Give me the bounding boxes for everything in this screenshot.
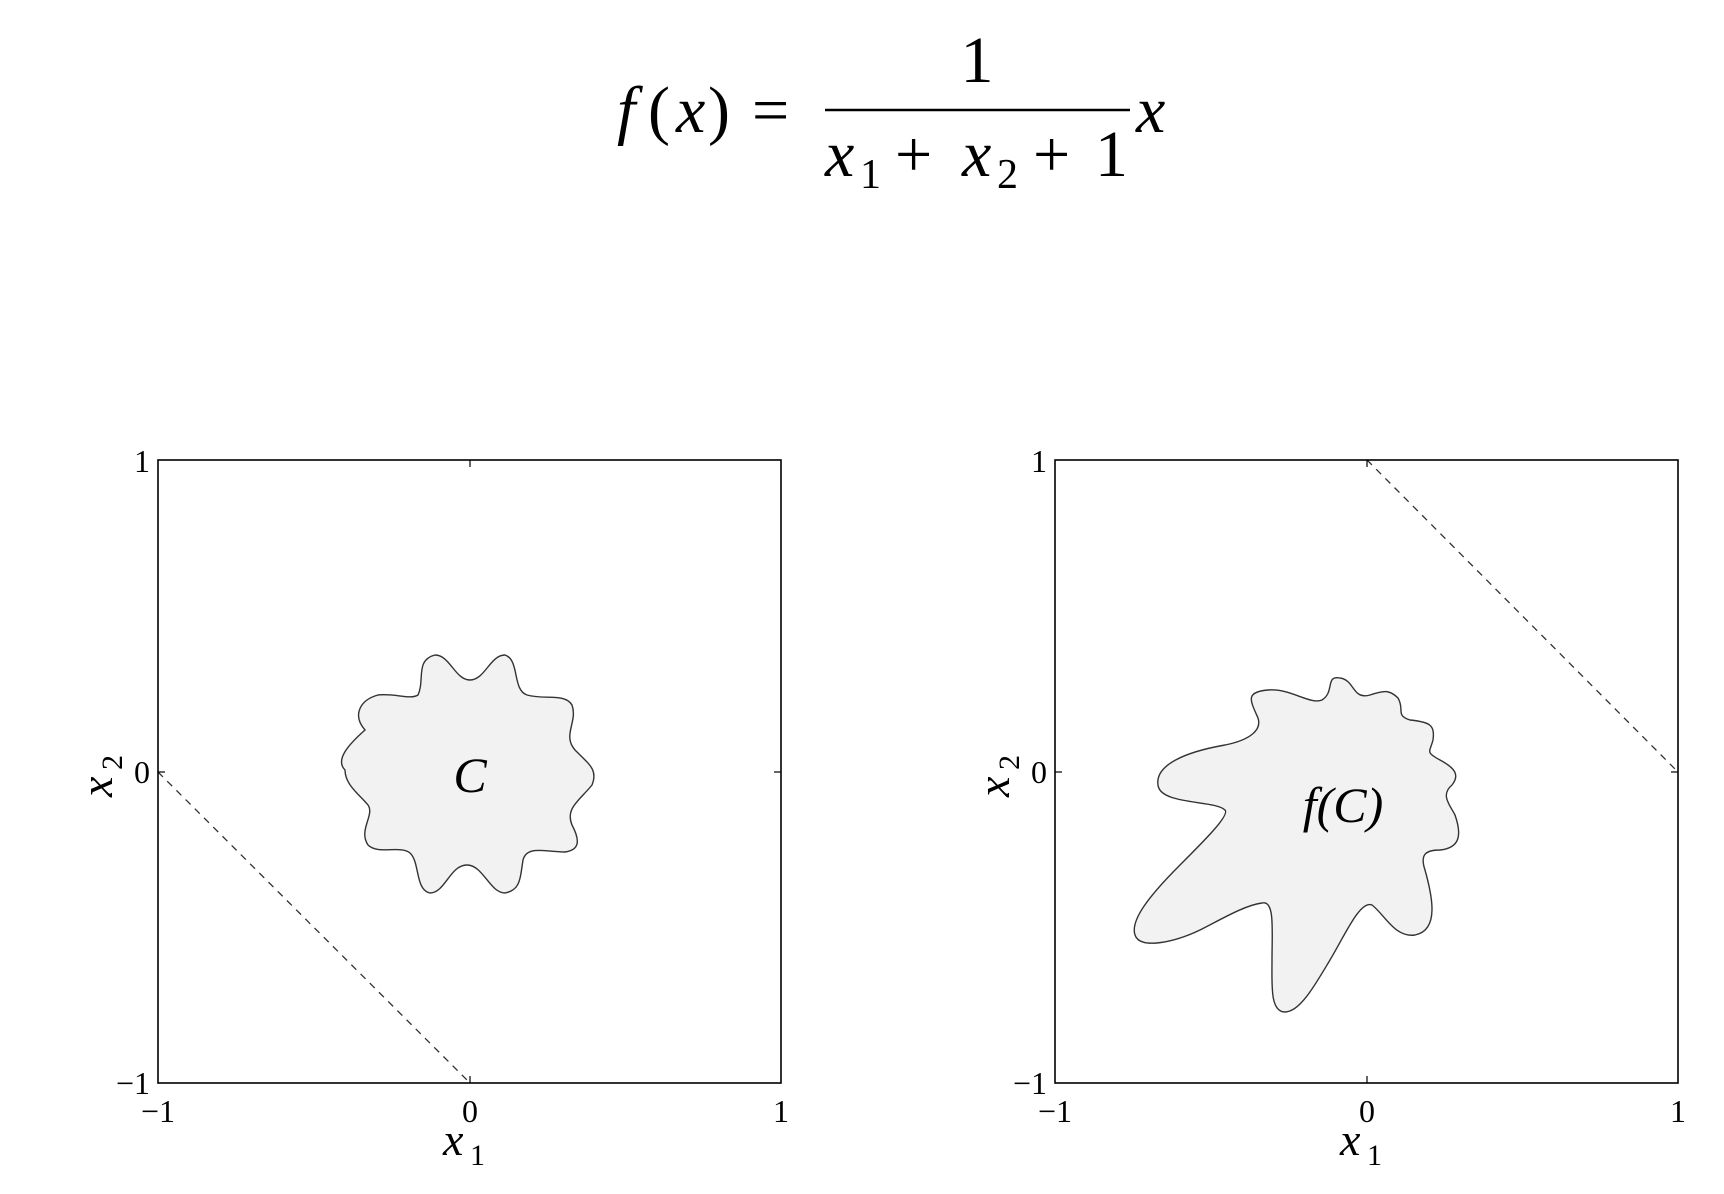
ytick-label-right-0: 0 bbox=[1031, 754, 1047, 790]
formula-den-plus1: + bbox=[895, 118, 932, 191]
set-c-shape bbox=[340, 654, 595, 894]
ytick-label-right-neg1: −1 bbox=[1013, 1065, 1047, 1101]
ylabel-left-sub: 2 bbox=[96, 755, 129, 770]
ylabel-right-var: x bbox=[968, 776, 1019, 798]
xtick-label-right-neg1: −1 bbox=[1038, 1093, 1072, 1129]
right-panel: −1 0 1 −1 0 1 x 1 x 2 f(C) bbox=[968, 443, 1686, 1172]
xtick-label-right-1: 1 bbox=[1670, 1093, 1686, 1129]
formula-open-paren: ( bbox=[648, 74, 670, 147]
dashed-line-left bbox=[157, 771, 471, 1084]
formula-close-paren: ) bbox=[708, 74, 730, 147]
xtick-label-left-0: 0 bbox=[462, 1093, 478, 1129]
formula-den-x1: x bbox=[824, 118, 854, 191]
formula: f ( x ) = 1 x 1 + x 2 + 1 x bbox=[617, 24, 1165, 198]
xlabel-right-sub: 1 bbox=[1367, 1139, 1382, 1172]
formula-trailing-x: x bbox=[1135, 74, 1165, 147]
xlabel-right: x 1 bbox=[1339, 1114, 1382, 1172]
formula-numerator: 1 bbox=[961, 24, 994, 97]
left-panel: −1 0 1 −1 0 1 x 1 x 2 C bbox=[71, 443, 789, 1172]
xlabel-left-var: x bbox=[442, 1114, 464, 1165]
formula-den-x2: x bbox=[961, 118, 991, 191]
formula-den-sub2: 2 bbox=[997, 152, 1018, 198]
formula-den-plus2: + bbox=[1033, 118, 1070, 191]
xtick-label-left-1: 1 bbox=[773, 1093, 789, 1129]
formula-den-one: 1 bbox=[1095, 118, 1128, 191]
ylabel-right: x 2 bbox=[968, 755, 1026, 798]
dashed-line-right bbox=[1366, 459, 1679, 773]
ytick-label-left-0: 0 bbox=[134, 754, 150, 790]
xlabel-left: x 1 bbox=[442, 1114, 485, 1172]
set-fc-shape bbox=[1133, 677, 1460, 1013]
formula-den-sub1: 1 bbox=[860, 152, 881, 198]
xlabel-right-var: x bbox=[1339, 1114, 1361, 1165]
xlabel-left-sub: 1 bbox=[470, 1139, 485, 1172]
formula-x: x bbox=[675, 74, 705, 147]
ytick-label-left-neg1: −1 bbox=[116, 1065, 150, 1101]
set-c-label: C bbox=[453, 747, 487, 803]
ytick-label-right-1: 1 bbox=[1031, 443, 1047, 479]
ylabel-left-var: x bbox=[71, 776, 122, 798]
formula-equals: = bbox=[752, 74, 789, 147]
ytick-label-left-1: 1 bbox=[134, 443, 150, 479]
ylabel-right-sub: 2 bbox=[993, 755, 1026, 770]
xtick-label-right-0: 0 bbox=[1359, 1093, 1375, 1129]
formula-f: f bbox=[617, 74, 643, 147]
xtick-label-left-neg1: −1 bbox=[141, 1093, 175, 1129]
ylabel-left: x 2 bbox=[71, 755, 129, 798]
set-fc-label: f(C) bbox=[1303, 777, 1384, 833]
